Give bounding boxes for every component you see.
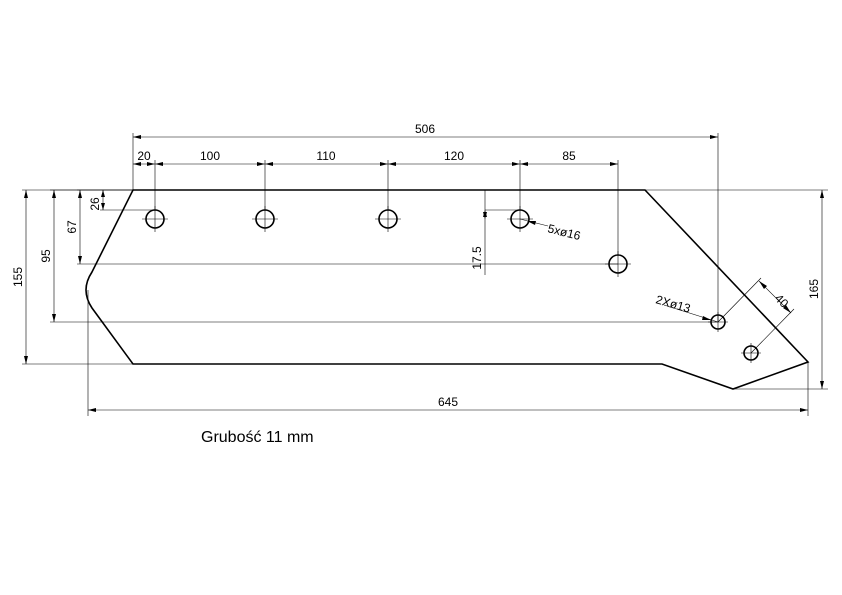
blade-outline	[85, 189, 810, 390]
dimension-lines	[25, 136, 823, 411]
dim-67: 67	[65, 220, 79, 234]
thickness-note: Grubość 11 mm	[201, 429, 314, 446]
holes-16	[145, 209, 628, 274]
dim-110: 110	[316, 149, 335, 163]
center-marks	[142, 206, 761, 363]
dim-95: 95	[39, 249, 53, 263]
dim-40: 40	[772, 291, 792, 311]
dim-5x16: 5xø16	[546, 221, 582, 243]
dim-26: 26	[88, 197, 102, 211]
dim-155: 155	[11, 267, 25, 287]
dim-85: 85	[562, 149, 576, 163]
extension-lines	[22, 133, 828, 416]
dim-165: 165	[807, 279, 821, 299]
arrowheads	[24, 135, 824, 412]
dim-2x13: 2Xø13	[654, 292, 692, 315]
dim-506: 506	[415, 122, 435, 136]
dim-100: 100	[200, 149, 220, 163]
dim-120: 120	[444, 149, 464, 163]
dim-20: 20	[137, 149, 151, 163]
dim-645: 645	[438, 395, 458, 409]
dimension-texts: 506 20 100 110 120 85 26 67 95 155 165 1…	[11, 122, 821, 409]
dim-17-5: 17.5	[470, 246, 484, 270]
